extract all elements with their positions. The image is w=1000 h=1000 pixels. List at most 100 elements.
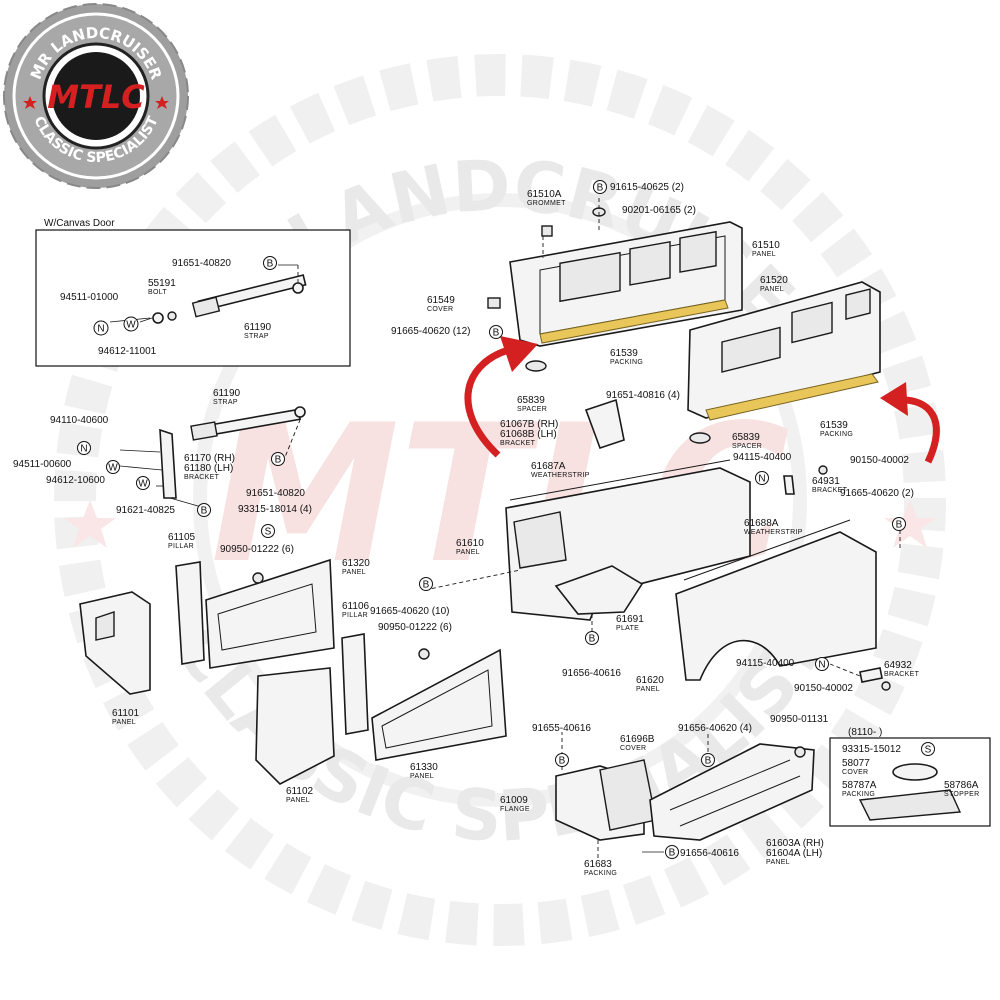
callout-code: 61170 (RH) (184, 453, 235, 464)
callout-code: 91665-40620 (10) (370, 606, 450, 617)
strap-61190-main (190, 406, 306, 441)
plate-8110-part (858, 789, 962, 821)
inset-canvas-title: W/Canvas Door (44, 218, 115, 229)
inset-label-91651: 91651-40820 (172, 258, 231, 269)
inset-8110-label-58787A-name: PACKING (842, 791, 875, 798)
callout-code: 61549 (427, 295, 455, 306)
bolt-symbol-icon: B (593, 180, 607, 194)
watermark-star-left-icon (64, 500, 116, 548)
callout-code: 91665-40620 (12) (391, 326, 471, 337)
callout-code: 94110-40600 (50, 415, 109, 426)
callout-name: PANEL (752, 251, 776, 258)
callout-code: 61067B (RH) (500, 419, 558, 430)
callout-61604: 61604A (LH)PANEL (766, 848, 822, 866)
callout-code: 91656-40616 (680, 848, 739, 859)
callout-91656-4: 91656-40620 (4) B (678, 723, 752, 767)
inset-8110-label-58077-name: COVER (842, 769, 868, 776)
callout-name: PANEL (636, 686, 660, 693)
callout-code: 61510A (527, 189, 562, 200)
nut-symbol-icon: N (815, 657, 829, 671)
callout-code: 61101 (112, 708, 140, 719)
logo-star-left-icon (23, 96, 37, 109)
callout-name: PANEL (286, 797, 310, 804)
callout-code: 90950-01222 (6) (378, 622, 452, 633)
inset-label-94511: 94511-01000 (60, 292, 119, 303)
callout-code: 91655-40616 (532, 723, 591, 734)
spacer-65839-a (525, 360, 547, 372)
callout-code: 91656-40620 (4) (678, 723, 752, 734)
callout-name: COVER (620, 745, 646, 752)
logo-mark: MTLC (47, 78, 145, 116)
svg-text:B: B (705, 755, 712, 766)
inset-8110-label-58787A: 58787A (842, 780, 877, 791)
grommet-90950-a (252, 572, 264, 584)
svg-text:B: B (423, 579, 430, 590)
callout-90150b: 90150-40002 (794, 683, 853, 694)
inset-8110-label-93315: 93315-15012 (842, 744, 901, 755)
callout-93315: 93315-18014 (4)S (238, 504, 312, 538)
svg-text:W: W (108, 462, 118, 473)
callout-code: 61106 (342, 601, 370, 612)
bolt-symbol-icon: B (197, 503, 211, 517)
callout-91665-10: 91665-40620 (10) B (370, 577, 450, 617)
callout-code: 94115-40400 (733, 452, 792, 463)
grommet-61510A (541, 225, 553, 237)
bolt-90150-a (818, 465, 828, 475)
callout-code: 61102 (286, 786, 314, 797)
svg-text:N: N (758, 473, 765, 484)
callout-code: 61105 (168, 532, 196, 543)
callout-name: PILLAR (342, 612, 368, 619)
cover-61549 (487, 297, 501, 309)
callout-91665-2: 91665-40620 (2)B (840, 488, 914, 531)
callout-61180: 61180 (LH)BRACKET (184, 463, 233, 481)
callout-91615: 91615-40625 (2)B (593, 180, 684, 194)
callout-code: 61683 (584, 859, 612, 870)
callout-name: WEATHERSTRIP (744, 529, 803, 536)
svg-text:B: B (275, 454, 282, 465)
svg-text:S: S (265, 526, 272, 537)
callout-code: 61539 (610, 348, 638, 359)
nut-symbol-icon: N (93, 320, 109, 336)
svg-text:B: B (589, 633, 596, 644)
callout-name: COVER (427, 306, 453, 313)
callout-code: 94612-10600 (46, 475, 105, 486)
cover-58077-part (892, 763, 938, 781)
spacer-65839-b (689, 432, 711, 444)
callout-name: PACKING (610, 359, 643, 366)
callout-code: 65839 (732, 432, 760, 443)
callout-name: PANEL (766, 859, 790, 866)
bolt-symbol-icon: B (701, 753, 715, 767)
callout-61603: 61603A (RH) (766, 838, 824, 849)
bolt-symbol-icon: B (585, 631, 599, 645)
svg-text:N: N (97, 324, 104, 335)
svg-text:S: S (925, 745, 932, 756)
inset-label-94612: 94612-11001 (98, 346, 157, 357)
inset-label-61190-name: STRAP (244, 333, 269, 340)
callout-name: PANEL (456, 549, 480, 556)
plate-61691 (554, 565, 644, 615)
callout-code: 61604A (LH) (766, 848, 822, 859)
svg-text:B: B (669, 847, 676, 858)
callout-code: 61610 (456, 538, 484, 549)
svg-text:N: N (80, 443, 87, 454)
inset-canvas-door: W/Canvas Door 91651-40820 B 55191 BOLT 9… (35, 218, 351, 367)
callout-code: 91621-40825 (116, 505, 175, 516)
washer-symbol-icon: W (123, 316, 139, 332)
callout-name: SPACER (732, 443, 762, 450)
callout-code: 61330 (410, 762, 438, 773)
callout-code: 94511-00600 (13, 459, 72, 470)
screw-symbol-icon: S (921, 742, 935, 756)
panel-61102 (255, 667, 335, 785)
